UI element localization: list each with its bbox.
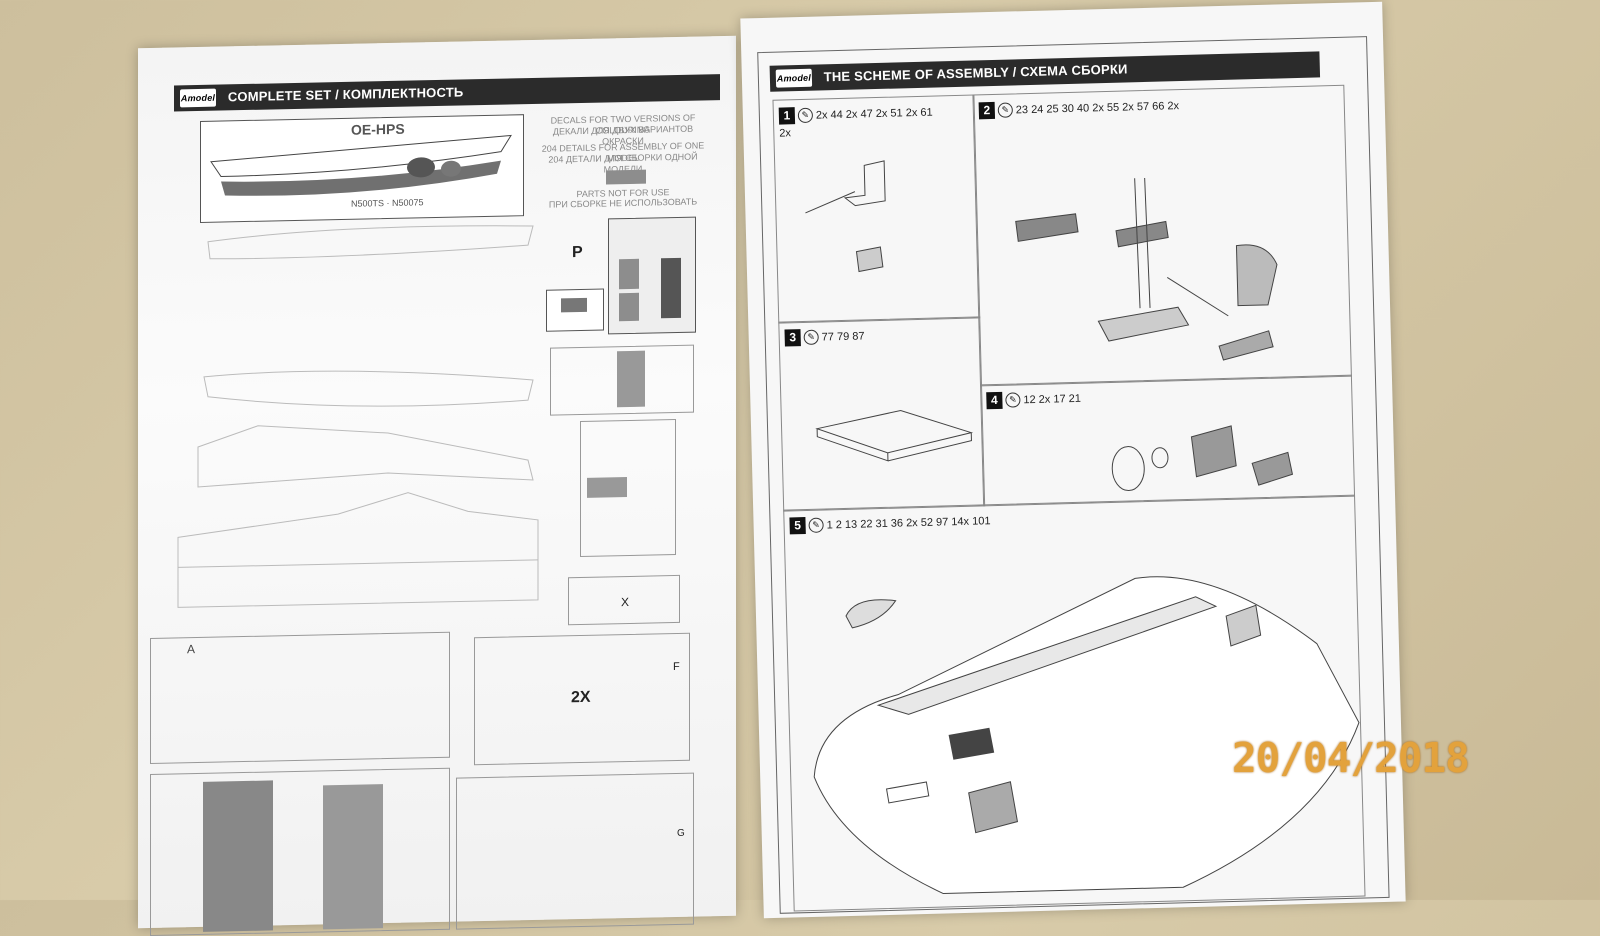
pe-part-3 [619,292,639,322]
pe-part-2 [661,257,681,319]
sprue-2x-label: 2X [571,688,591,707]
wing-insert-left [203,780,273,932]
pe-detail-card [546,288,604,332]
photo-etch-fret [608,216,696,335]
wheel-part [587,477,627,498]
sprue-a-label: A [187,642,196,657]
sprue-f-label: F [673,660,680,674]
sprue-frame-small: X [568,574,680,626]
sprue-x-label: X [621,594,630,610]
wing-insert-right [323,784,383,930]
pe-label: P [572,243,583,262]
sprue-frame-d [150,767,450,936]
sprue-frame-g: G [456,772,694,930]
pe-detail-part [561,297,587,313]
sprue-frame-a: A [150,631,450,765]
assembly-drawings [805,160,1360,895]
sprue-frame-f: 2X F [474,632,690,766]
pe-part-1 [619,258,639,290]
decal-drawing [210,134,512,196]
decal-sheet: OE-HPS N500TS · N50075 [200,114,524,223]
sprue-outline-drawing [177,225,539,608]
photo-date-stamp: 20/04/2018 [1232,734,1470,782]
left-instruction-page: Amodel COMPLETE SET / КОМПЛЕКТНОСТЬ OE-H… [138,35,736,936]
right-instruction-page: Amodel THE SCHEME OF ASSEMBLY / СХЕМА СБ… [740,1,1406,919]
sprue-frame-wheels [580,418,676,558]
canopy-part [617,350,645,408]
sprue-g-label: G [677,827,685,839]
sprue-frame-canopy [550,344,694,416]
